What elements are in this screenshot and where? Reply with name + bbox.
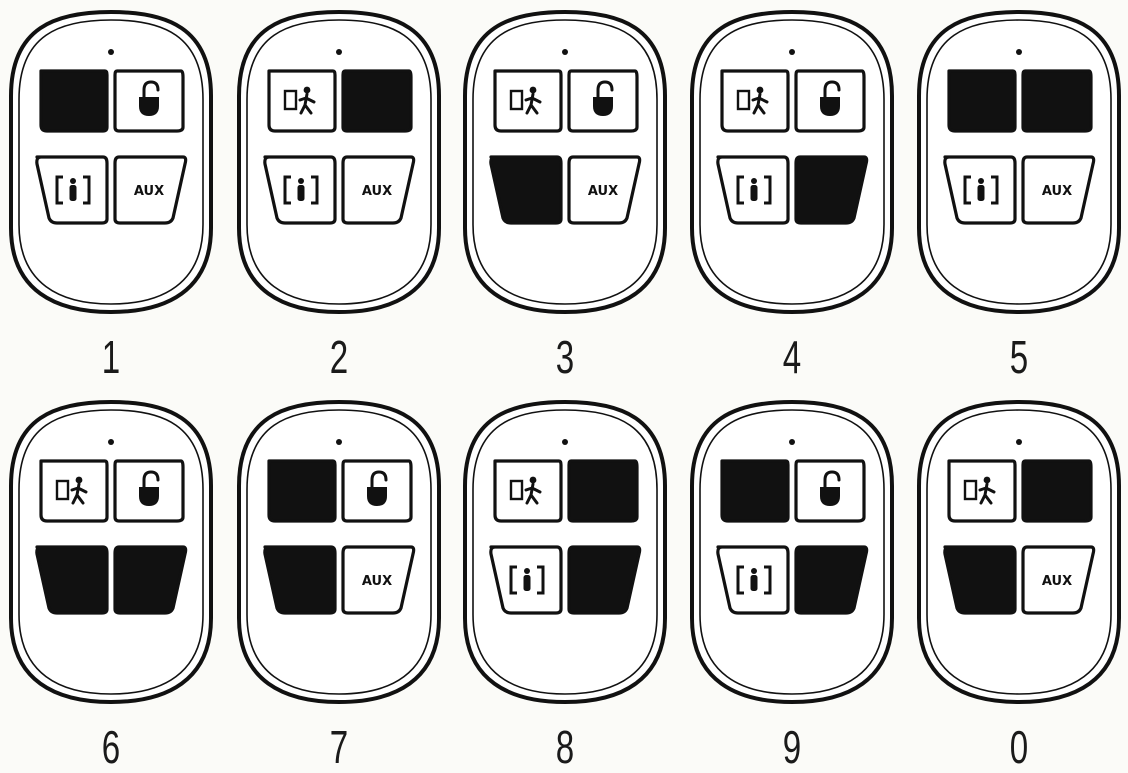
led-indicator bbox=[108, 49, 114, 55]
digit-label: 3 bbox=[507, 332, 622, 382]
pressed-button-top-right[interactable] bbox=[569, 461, 637, 521]
pressed-button-bottom-left[interactable] bbox=[945, 547, 1015, 613]
button-top-left[interactable] bbox=[949, 461, 1015, 521]
button-top-left[interactable] bbox=[495, 71, 561, 131]
button-bottom-left[interactable] bbox=[491, 547, 561, 613]
digit-label: 5 bbox=[961, 332, 1076, 382]
led-indicator bbox=[108, 439, 114, 445]
button-top-left[interactable] bbox=[269, 71, 335, 131]
keyfob-3: AUX bbox=[465, 12, 665, 312]
button-top-right[interactable] bbox=[796, 71, 864, 131]
keyfob-7: AUX bbox=[239, 402, 439, 702]
keyfob-2: AUX bbox=[239, 12, 439, 312]
pressed-button-top-left[interactable] bbox=[41, 71, 107, 131]
digit-label: 1 bbox=[53, 332, 168, 382]
button-bottom-right[interactable]: AUX bbox=[1023, 547, 1094, 613]
pressed-button-bottom-left[interactable] bbox=[265, 547, 335, 613]
button-top-right[interactable] bbox=[569, 71, 637, 131]
pressed-button-bottom-left[interactable] bbox=[491, 157, 561, 223]
digit-label: 0 bbox=[961, 722, 1076, 772]
button-top-right[interactable] bbox=[343, 461, 411, 521]
aux-label: AUX bbox=[1042, 184, 1072, 199]
pressed-button-bottom-right[interactable] bbox=[569, 547, 640, 613]
led-indicator bbox=[1016, 49, 1022, 55]
pressed-button-top-left[interactable] bbox=[722, 461, 788, 521]
button-top-right[interactable] bbox=[115, 71, 183, 131]
button-bottom-left[interactable] bbox=[718, 547, 788, 613]
pressed-button-top-right[interactable] bbox=[1023, 71, 1091, 131]
button-top-left[interactable] bbox=[41, 461, 107, 521]
keyfob-6 bbox=[11, 402, 211, 702]
digit-label: 4 bbox=[734, 332, 849, 382]
led-indicator bbox=[562, 439, 568, 445]
button-bottom-right[interactable]: AUX bbox=[115, 157, 186, 223]
pressed-button-bottom-right[interactable] bbox=[796, 157, 867, 223]
button-top-right[interactable] bbox=[796, 461, 864, 521]
led-indicator bbox=[336, 49, 342, 55]
digit-label: 8 bbox=[507, 722, 622, 772]
button-bottom-left[interactable] bbox=[37, 157, 107, 223]
button-bottom-left[interactable] bbox=[945, 157, 1015, 223]
pressed-button-top-left[interactable] bbox=[269, 461, 335, 521]
aux-label: AUX bbox=[362, 574, 392, 589]
button-bottom-right[interactable]: AUX bbox=[1023, 157, 1094, 223]
pressed-button-bottom-right[interactable] bbox=[796, 547, 867, 613]
led-indicator bbox=[789, 49, 795, 55]
button-bottom-left[interactable] bbox=[718, 157, 788, 223]
button-top-left[interactable] bbox=[495, 461, 561, 521]
led-indicator bbox=[1016, 439, 1022, 445]
pressed-button-top-right[interactable] bbox=[1023, 461, 1091, 521]
digit-label: 6 bbox=[53, 722, 168, 772]
digit-label: 9 bbox=[734, 722, 849, 772]
button-bottom-left[interactable] bbox=[265, 157, 335, 223]
button-top-left[interactable] bbox=[722, 71, 788, 131]
aux-label: AUX bbox=[134, 184, 164, 199]
button-bottom-right[interactable]: AUX bbox=[569, 157, 640, 223]
button-bottom-right[interactable]: AUX bbox=[343, 547, 414, 613]
pressed-button-top-left[interactable] bbox=[949, 71, 1015, 131]
aux-label: AUX bbox=[1042, 574, 1072, 589]
keyfob-9 bbox=[692, 402, 892, 702]
keyfob-1: AUX bbox=[11, 12, 211, 312]
pressed-button-bottom-left[interactable] bbox=[37, 547, 107, 613]
keyfob-0: AUX bbox=[919, 402, 1119, 702]
led-indicator bbox=[789, 439, 795, 445]
led-indicator bbox=[562, 49, 568, 55]
aux-label: AUX bbox=[588, 184, 618, 199]
keyfob-5: AUX bbox=[919, 12, 1119, 312]
digit-label: 2 bbox=[281, 332, 396, 382]
pressed-button-bottom-right[interactable] bbox=[115, 547, 186, 613]
button-top-right[interactable] bbox=[115, 461, 183, 521]
keyfob-4 bbox=[692, 12, 892, 312]
keyfob-8 bbox=[465, 402, 665, 702]
led-indicator bbox=[336, 439, 342, 445]
aux-label: AUX bbox=[362, 184, 392, 199]
pressed-button-top-right[interactable] bbox=[343, 71, 411, 131]
button-bottom-right[interactable]: AUX bbox=[343, 157, 414, 223]
digit-label: 7 bbox=[281, 722, 396, 772]
